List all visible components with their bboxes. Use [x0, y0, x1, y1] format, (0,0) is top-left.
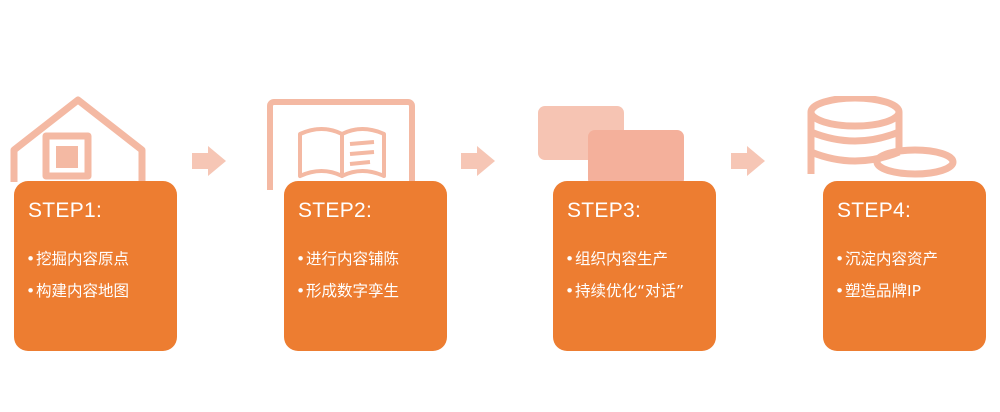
step-title: STEP1: [28, 199, 103, 222]
list-item: •挖掘内容原点 [26, 250, 130, 268]
house-icon [10, 96, 146, 182]
list-item: •组织内容生产 [565, 250, 669, 268]
chat-bubbles-icon [538, 106, 684, 186]
list-item: •塑造品牌IP [835, 282, 921, 300]
arrow-right-icon [461, 146, 495, 176]
book-icon [267, 99, 415, 190]
list-item: •构建内容地图 [26, 282, 130, 300]
coins-icon [807, 96, 957, 178]
list-item: •形成数字孪生 [296, 282, 400, 300]
step-card-4: STEP4: •沉淀内容资产 •塑造品牌IP [823, 181, 986, 351]
list-item: •进行内容铺陈 [296, 250, 400, 268]
step-card-2: STEP2: •进行内容铺陈 •形成数字孪生 [284, 181, 447, 351]
arrow-right-icon [731, 146, 765, 176]
step-title: STEP3: [567, 199, 642, 222]
step-title: STEP4: [837, 199, 912, 222]
step-card-3: STEP3: •组织内容生产 •持续优化“对话” [553, 181, 716, 351]
arrow-right-icon [192, 146, 226, 176]
list-item: •沉淀内容资产 [835, 250, 939, 268]
step-card-1: STEP1: •挖掘内容原点 •构建内容地图 [14, 181, 177, 351]
step-title: STEP2: [298, 199, 373, 222]
list-item: •持续优化“对话” [565, 282, 685, 300]
